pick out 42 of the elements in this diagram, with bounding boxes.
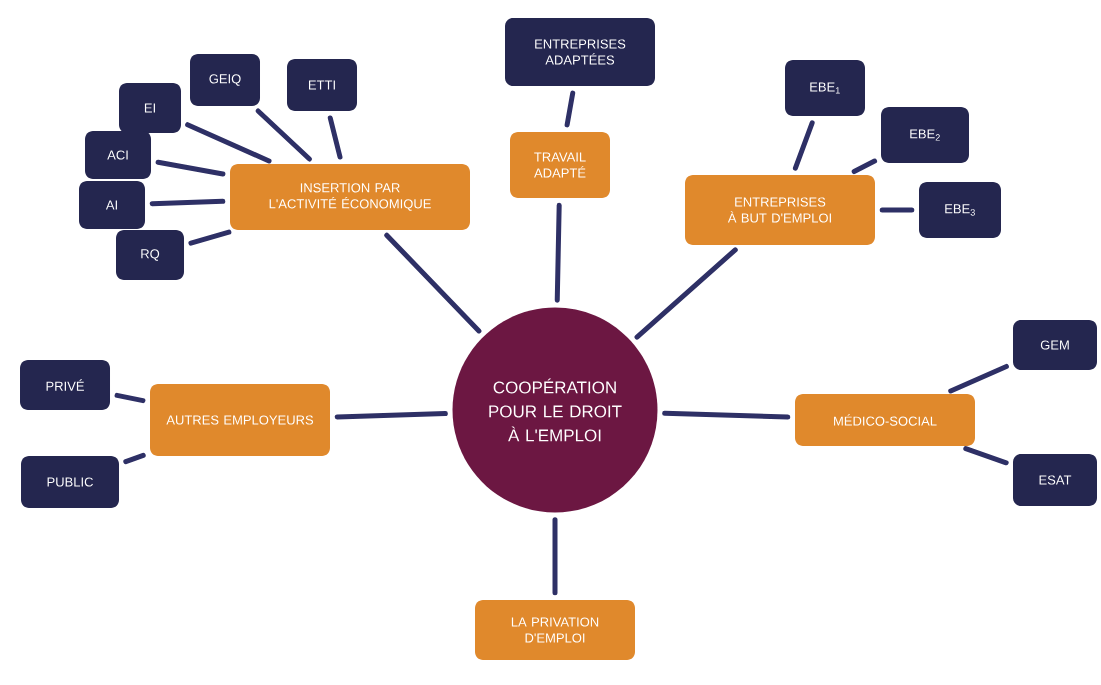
subtopic-box: EBE$_{1}$: [785, 60, 865, 116]
topic-box: LA PRIVATION D'EMPLOI: [475, 600, 635, 660]
connector: [552, 517, 558, 596]
connector: [384, 232, 482, 334]
subtopic-box: PRIVÉ: [20, 360, 110, 410]
topic-box: MÉDICO-SOCIAL: [795, 394, 975, 446]
connector: [554, 202, 562, 303]
connector: [149, 198, 226, 207]
subtopic-box: PUBLIC: [21, 456, 119, 508]
subtopic-box: GEM: [1013, 320, 1097, 370]
connector: [948, 363, 1009, 394]
node-label: AI: [105, 200, 117, 210]
connector: [792, 120, 815, 171]
subtopic-box: GEIQ: [190, 54, 260, 106]
subtopic-box: AI: [79, 181, 145, 229]
topic-box: ENTREPRISES À BUT D'EMPLOI: [685, 175, 875, 245]
connector: [662, 410, 791, 420]
subtopic-box: ENTREPRISES ADAPTÉES: [505, 18, 655, 86]
connector: [185, 122, 272, 164]
subtopic-box: EBE$_{2}$: [881, 107, 969, 163]
connector: [879, 207, 915, 213]
subtopic-box: EI: [119, 83, 181, 133]
connector: [255, 108, 312, 162]
subtopic-box: ESAT: [1013, 454, 1097, 506]
connector: [114, 392, 146, 404]
topic-box: AUTRES EMPLOYEURS: [150, 384, 330, 456]
connector: [564, 90, 576, 128]
subtopic-box: RQ: [116, 230, 184, 280]
connector: [634, 247, 738, 340]
subtopic-box: ACI: [85, 131, 151, 179]
connector: [123, 452, 146, 465]
connector: [327, 115, 343, 160]
topic-box: TRAVAIL ADAPTÉ: [510, 132, 610, 198]
node-label: ACI: [107, 150, 128, 160]
connector: [851, 158, 878, 175]
subtopic-box: EBE$_{3}$: [919, 182, 1001, 238]
connector: [188, 229, 232, 246]
subtopic-box: ETTI: [287, 59, 357, 111]
connector: [155, 159, 226, 177]
connector: [963, 446, 1009, 466]
topic-box: INSERTION PAR L'ACTIVITÉ ÉCONOMIQUE: [230, 164, 470, 230]
connector: [334, 410, 448, 420]
